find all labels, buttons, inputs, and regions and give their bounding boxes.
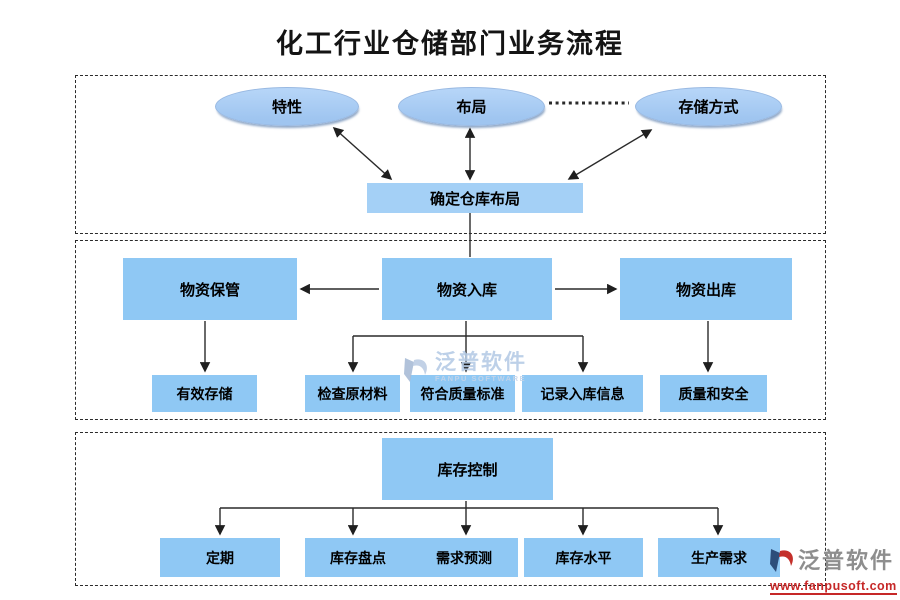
node-determine-layout: 确定仓库布局 xyxy=(367,183,583,213)
node-material-custody: 物资保管 xyxy=(123,258,297,320)
section-warehouse-layout xyxy=(75,75,826,234)
node-characteristic: 特性 xyxy=(215,87,359,126)
section-inventory-control xyxy=(75,432,826,586)
node-material-inbound: 物资入库 xyxy=(382,258,552,320)
node-stock-taking: 库存盘点 xyxy=(305,538,411,577)
node-check-raw-material: 检查原材料 xyxy=(305,375,400,412)
node-inventory-control: 库存控制 xyxy=(382,438,553,500)
node-inventory-level: 库存水平 xyxy=(524,538,643,577)
node-record-inbound-info: 记录入库信息 xyxy=(522,375,643,412)
node-storage-method: 存储方式 xyxy=(635,87,782,126)
node-layout: 布局 xyxy=(398,87,545,126)
node-effective-storage: 有效存储 xyxy=(152,375,257,412)
node-meet-quality-standard: 符合质量标准 xyxy=(410,375,515,412)
node-quality-and-safety: 质量和安全 xyxy=(660,375,767,412)
page-title: 化工行业仓储部门业务流程 xyxy=(276,29,624,59)
node-regular: 定期 xyxy=(160,538,280,577)
section-material-flow xyxy=(75,240,826,420)
node-production-demand: 生产需求 xyxy=(658,538,780,577)
node-material-outbound: 物资出库 xyxy=(620,258,792,320)
node-demand-forecast: 需求预测 xyxy=(410,538,518,577)
